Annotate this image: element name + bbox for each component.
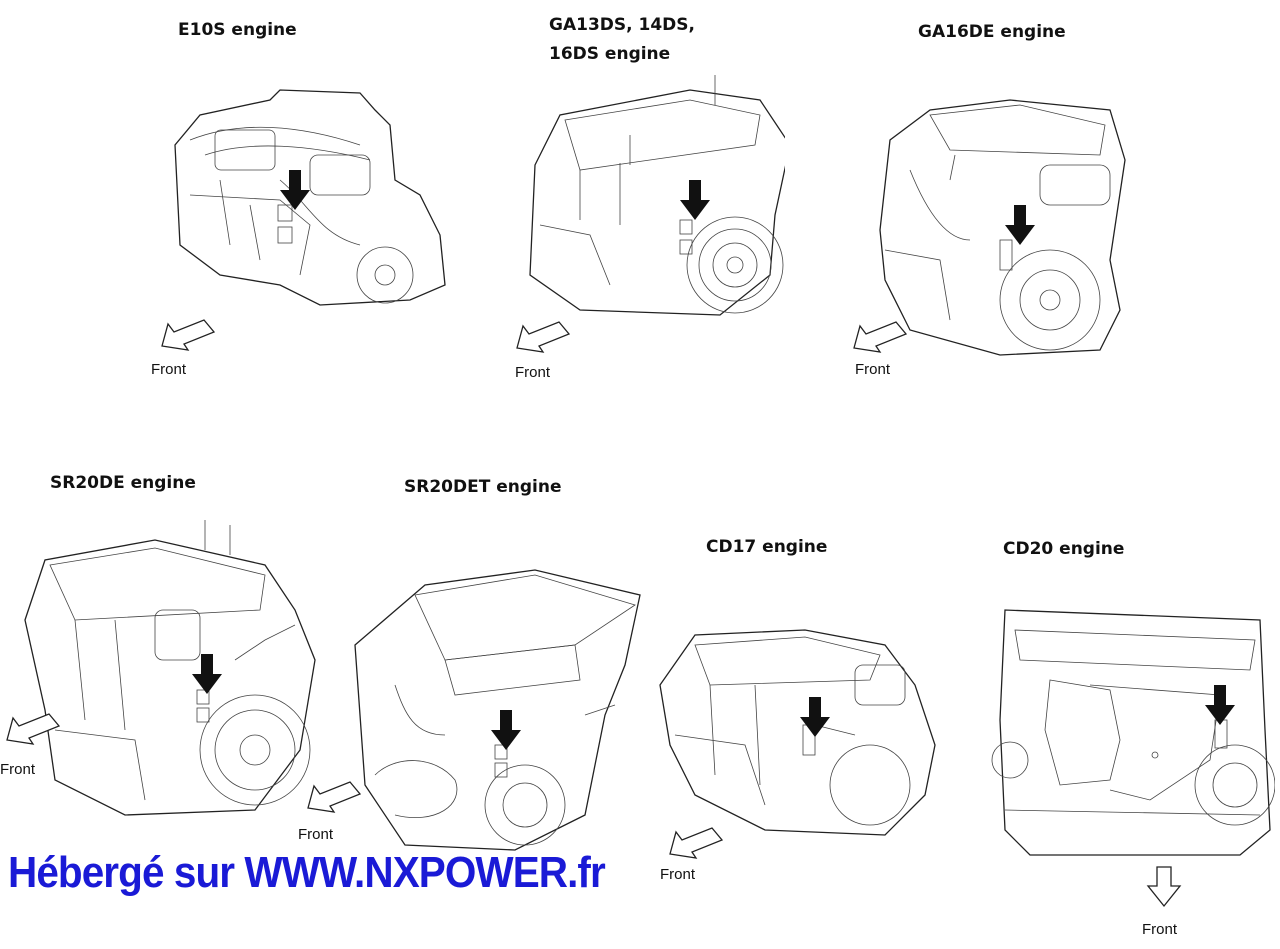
front-label-e10s: Front	[151, 361, 187, 378]
engine-title-ga16de: GA16DE engine	[918, 22, 1066, 42]
front-label-ga16de: Front	[855, 361, 891, 378]
engine-drawing-sr20det	[335, 565, 645, 855]
location-arrow-icon	[680, 180, 710, 220]
front-arrow-icon	[5, 712, 61, 746]
front-arrow-icon	[306, 780, 362, 814]
front-label-ga13ds: Front	[515, 364, 551, 381]
engine-drawing-ga13ds	[520, 75, 785, 330]
front-arrow-icon	[1146, 866, 1182, 908]
engine-title-e10s: E10S engine	[178, 20, 297, 40]
front-arrow-icon	[852, 320, 908, 354]
location-arrow-icon	[800, 697, 830, 737]
hosting-watermark: Hébergé sur WWW.NXPOWER.fr	[8, 848, 606, 897]
location-arrow-icon	[491, 710, 521, 750]
engine-title-sr20det: SR20DET engine	[404, 477, 562, 497]
location-arrow-icon	[192, 654, 222, 694]
front-arrow-icon	[515, 320, 571, 354]
engine-drawing-cd20	[990, 600, 1275, 860]
engine-drawing-sr20de	[15, 520, 325, 820]
front-arrow-icon	[668, 826, 724, 860]
front-label-cd17: Front	[660, 866, 696, 883]
engine-title-ga13ds-line1: GA13DS, 14DS,	[549, 15, 695, 35]
engine-title-cd20: CD20 engine	[1003, 539, 1125, 559]
location-arrow-icon	[1005, 205, 1035, 245]
front-label-sr20det: Front	[298, 826, 334, 843]
front-label-cd20: Front	[1142, 921, 1178, 938]
location-arrow-icon	[1205, 685, 1235, 725]
engine-drawing-cd17	[655, 625, 945, 840]
front-label-sr20de: Front	[0, 761, 36, 778]
engine-title-cd17: CD17 engine	[706, 537, 828, 557]
engine-drawing-e10s	[160, 85, 450, 315]
location-arrow-icon	[280, 170, 310, 210]
engine-title-ga13ds-line2: 16DS engine	[549, 44, 671, 64]
front-arrow-icon	[160, 318, 216, 352]
engine-title-sr20de: SR20DE engine	[50, 473, 196, 493]
engine-drawing-ga16de	[870, 80, 1140, 360]
